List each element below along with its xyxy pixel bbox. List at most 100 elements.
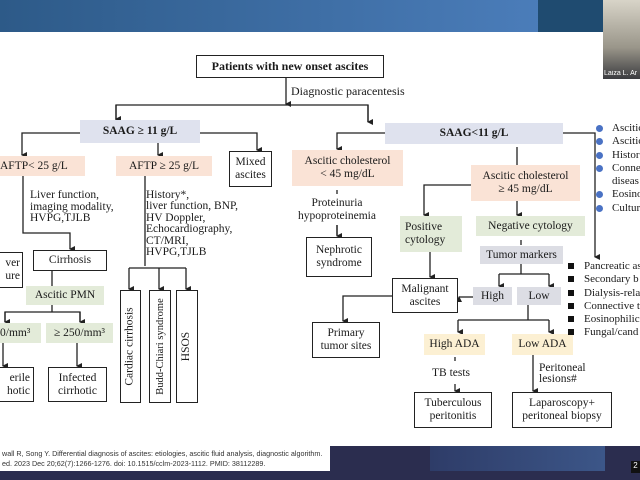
label: Cardiac cirrhosis xyxy=(124,307,136,386)
list-item: Ascitic xyxy=(596,122,640,135)
line: Proteinuria xyxy=(311,197,363,209)
list-item: Histor xyxy=(596,149,640,162)
line: tumor sites xyxy=(320,340,372,352)
list-item: Eosino xyxy=(596,188,640,201)
line: HVPG,TJLB xyxy=(146,246,207,259)
saag-low-node: SAAG<11 g/L xyxy=(385,123,563,144)
line: < 45 mg/dL xyxy=(320,168,375,180)
saag-high-node: SAAG ≥ 11 g/L xyxy=(80,120,200,143)
list-item: Ascitic xyxy=(596,135,640,148)
ascitic-analysis-list: Ascitic Ascitic Histor Conne diseas Eosi… xyxy=(596,122,640,215)
line: ≥ 45 mg/dL xyxy=(498,183,553,195)
line: HV Doppler, xyxy=(146,211,206,224)
aftp-low-tests: Liver function,imaging modality,HVPG,TJL… xyxy=(30,189,114,225)
other-causes-list: Pancreatic as Secondary b Dialysis-rela … xyxy=(568,260,640,340)
line: Liver function, xyxy=(30,189,99,201)
line: Malignant xyxy=(401,282,449,295)
slide-header-banner xyxy=(0,0,640,32)
tumor-markers-node: Tumor markers xyxy=(480,246,563,264)
line: syndrome xyxy=(316,257,362,269)
root-node: Patients with new onset ascites xyxy=(196,55,384,78)
line: Positive xyxy=(405,221,443,233)
page-number: 2 xyxy=(631,461,640,473)
line: HVPG,TJLB xyxy=(30,212,91,224)
line: hotic xyxy=(7,384,30,397)
list-item: Fungal/cand xyxy=(568,326,640,339)
pmn-high-node: ≥ 250/mm³ xyxy=(46,323,113,343)
ascitic-pmn-node: Ascitic PMN xyxy=(26,286,104,305)
line: lesions# xyxy=(539,373,577,385)
line: Ascitic cholesterol xyxy=(304,155,391,167)
line: hypoproteinemia xyxy=(298,210,376,222)
cholesterol-low-node: Ascitic cholesterol< 45 mg/dL xyxy=(292,150,403,186)
citation: wall R, Song Y. Differential diagnosis o… xyxy=(0,449,330,471)
line: Laparoscopy+ xyxy=(529,397,595,409)
label: Budd-Chiari syndrome xyxy=(154,298,166,395)
low-ada-node: Low ADA xyxy=(512,334,573,355)
budd-chiari-node: Budd-Chiari syndrome xyxy=(149,290,171,403)
line: cirrhotic xyxy=(58,384,97,397)
line: Primary xyxy=(327,327,365,339)
line: erile xyxy=(9,371,30,384)
aftp-low-node: AFTP< 25 g/L xyxy=(0,156,85,176)
laparoscopy-node: Laparoscopy+peritoneal biopsy xyxy=(512,392,612,428)
high-ada-node: High ADA xyxy=(424,334,485,355)
hsos-node: HSOS xyxy=(176,290,198,403)
cirrhosis-node: Cirrhosis xyxy=(33,250,107,271)
line: ascites xyxy=(409,295,441,308)
line: peritonitis xyxy=(429,410,477,422)
line: peritoneal biopsy xyxy=(522,410,602,422)
line: History*, xyxy=(146,189,190,201)
line: Tuberculous xyxy=(424,397,482,409)
low-markers-node: Low xyxy=(517,287,561,305)
tb-tests-label: TB tests xyxy=(432,367,471,379)
aftp-high-node: AFTP ≥ 25 g/L xyxy=(116,156,212,176)
banner-accent xyxy=(538,0,608,32)
line: cytology xyxy=(405,234,446,246)
participant-video-tile[interactable]: Laiza L. Ar xyxy=(603,0,640,79)
list-item: Pancreatic as xyxy=(568,260,640,273)
line: Peritoneal xyxy=(539,362,586,374)
list-item: Dialysis-rela xyxy=(568,287,640,300)
label: HSOS xyxy=(180,331,193,362)
list-item: Conne diseas xyxy=(596,162,640,189)
list-item: Cultur xyxy=(596,202,640,215)
line: ure xyxy=(5,270,20,282)
line: liver function, BNP, xyxy=(146,200,238,213)
line: imaging modality, xyxy=(30,200,114,213)
line: Infected xyxy=(58,371,97,384)
aftp-high-tests: History*,liver function, BNP,HV Doppler,… xyxy=(146,189,238,259)
citation-line: wall R, Song Y. Differential diagnosis o… xyxy=(2,449,323,458)
high-markers-node: High xyxy=(473,287,512,305)
line: Ascitic cholesterol xyxy=(482,170,569,182)
line: ver xyxy=(5,257,20,269)
cholesterol-high-node: Ascitic cholesterol≥ 45 mg/dL xyxy=(471,165,580,201)
line: ascites xyxy=(235,169,266,181)
participant-name: Laiza L. Ar xyxy=(604,70,638,77)
cardiac-cirrhosis-node: Cardiac cirrhosis xyxy=(120,290,141,403)
line: Echocardiography, xyxy=(146,223,233,236)
pmn-low-node: 0/mm³ xyxy=(0,323,41,343)
list-item: Secondary b xyxy=(568,273,640,286)
line: Nephrotic xyxy=(316,244,362,256)
list-item: Eosinophilic xyxy=(568,313,640,326)
list-item: Connective t xyxy=(568,300,640,313)
edge-label-paracentesis: Diagnostic paracentesis xyxy=(291,84,405,98)
citation-line: ed. 2023 Dec 20;62(7):1266-1276. doi: 10… xyxy=(2,459,266,468)
line: Mixed xyxy=(235,156,266,168)
negative-cytology-node: Negative cytology xyxy=(476,216,585,236)
footer-strip xyxy=(0,471,640,480)
line: CT/MRI, xyxy=(146,234,189,247)
